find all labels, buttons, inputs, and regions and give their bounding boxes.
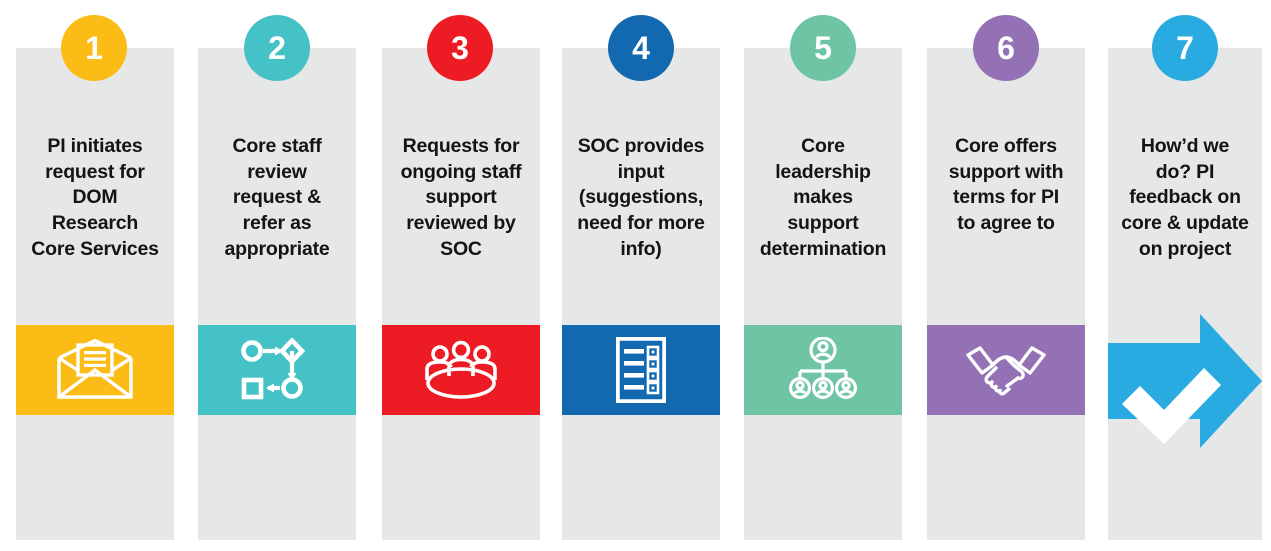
step-number-badge-3: 3	[427, 15, 493, 81]
step-number-label: 4	[632, 30, 650, 66]
org-chart-icon	[788, 337, 858, 403]
step-column-background	[927, 48, 1085, 540]
checklist-document-icon	[616, 337, 666, 403]
step-icon-band-2	[198, 325, 356, 415]
step-icon-band-5	[744, 325, 902, 415]
process-step-2[interactable]: 2 Core staff review request & refer as a…	[198, 15, 356, 540]
process-step-7[interactable]: 7 How’d we do? PI feedback on core & upd…	[1108, 15, 1262, 540]
step-description-6: Core offers support with terms for PI to…	[948, 135, 1064, 235]
step-number-label: 5	[814, 30, 832, 66]
step-description-3: Requests for ongoing staff support revie…	[400, 135, 522, 260]
step-number-label: 1	[85, 30, 103, 66]
step-description-1: PI initiates request for DOM Research Co…	[31, 135, 159, 260]
step-description-7: How’d we do? PI feedback on core & updat…	[1121, 135, 1249, 260]
step-number-label: 6	[997, 30, 1015, 66]
process-step-5[interactable]: 5 Core leadership makes support determin…	[744, 15, 902, 540]
process-step-4[interactable]: 4 SOC provides input (suggestions, need …	[562, 15, 720, 540]
step-icon-band-7	[1108, 296, 1271, 456]
step-number-badge-7: 7	[1152, 15, 1218, 81]
process-step-1[interactable]: 1 PI initiates request for DOM Research …	[16, 15, 174, 540]
process-step-6[interactable]: 6 Core offers support with terms for PI …	[927, 15, 1085, 540]
step-column-background	[16, 48, 174, 540]
step-number-label: 3	[451, 30, 469, 66]
step-number-badge-4: 4	[608, 15, 674, 81]
step-number-label: 2	[268, 30, 286, 66]
handshake-icon	[963, 341, 1049, 399]
step-description-5: Core leadership makes support determinat…	[759, 135, 887, 260]
flowchart-icon	[240, 338, 314, 402]
step-icon-band-3	[382, 325, 540, 415]
step-icon-band-6	[927, 325, 1085, 415]
arrow-right-checkmark-icon	[1108, 314, 1271, 460]
step-icon-band-4	[562, 325, 720, 415]
step-number-badge-1: 1	[61, 15, 127, 81]
step-column-background	[744, 48, 902, 540]
step-description-2: Core staff review request & refer as app…	[224, 135, 330, 260]
step-column-background	[1108, 48, 1262, 540]
step-icon-band-1	[16, 325, 174, 415]
step-description-4: SOC provides input (suggestions, need fo…	[577, 135, 705, 260]
step-number-badge-5: 5	[790, 15, 856, 81]
step-column-background	[382, 48, 540, 540]
open-envelope-letter-icon	[55, 339, 135, 401]
step-number-badge-6: 6	[973, 15, 1039, 81]
step-column-background	[562, 48, 720, 540]
step-column-background	[198, 48, 356, 540]
process-step-3[interactable]: 3 Requests for ongoing staff support rev…	[382, 15, 540, 540]
meeting-group-icon	[420, 340, 502, 400]
step-number-label: 7	[1176, 30, 1194, 66]
step-number-badge-2: 2	[244, 15, 310, 81]
